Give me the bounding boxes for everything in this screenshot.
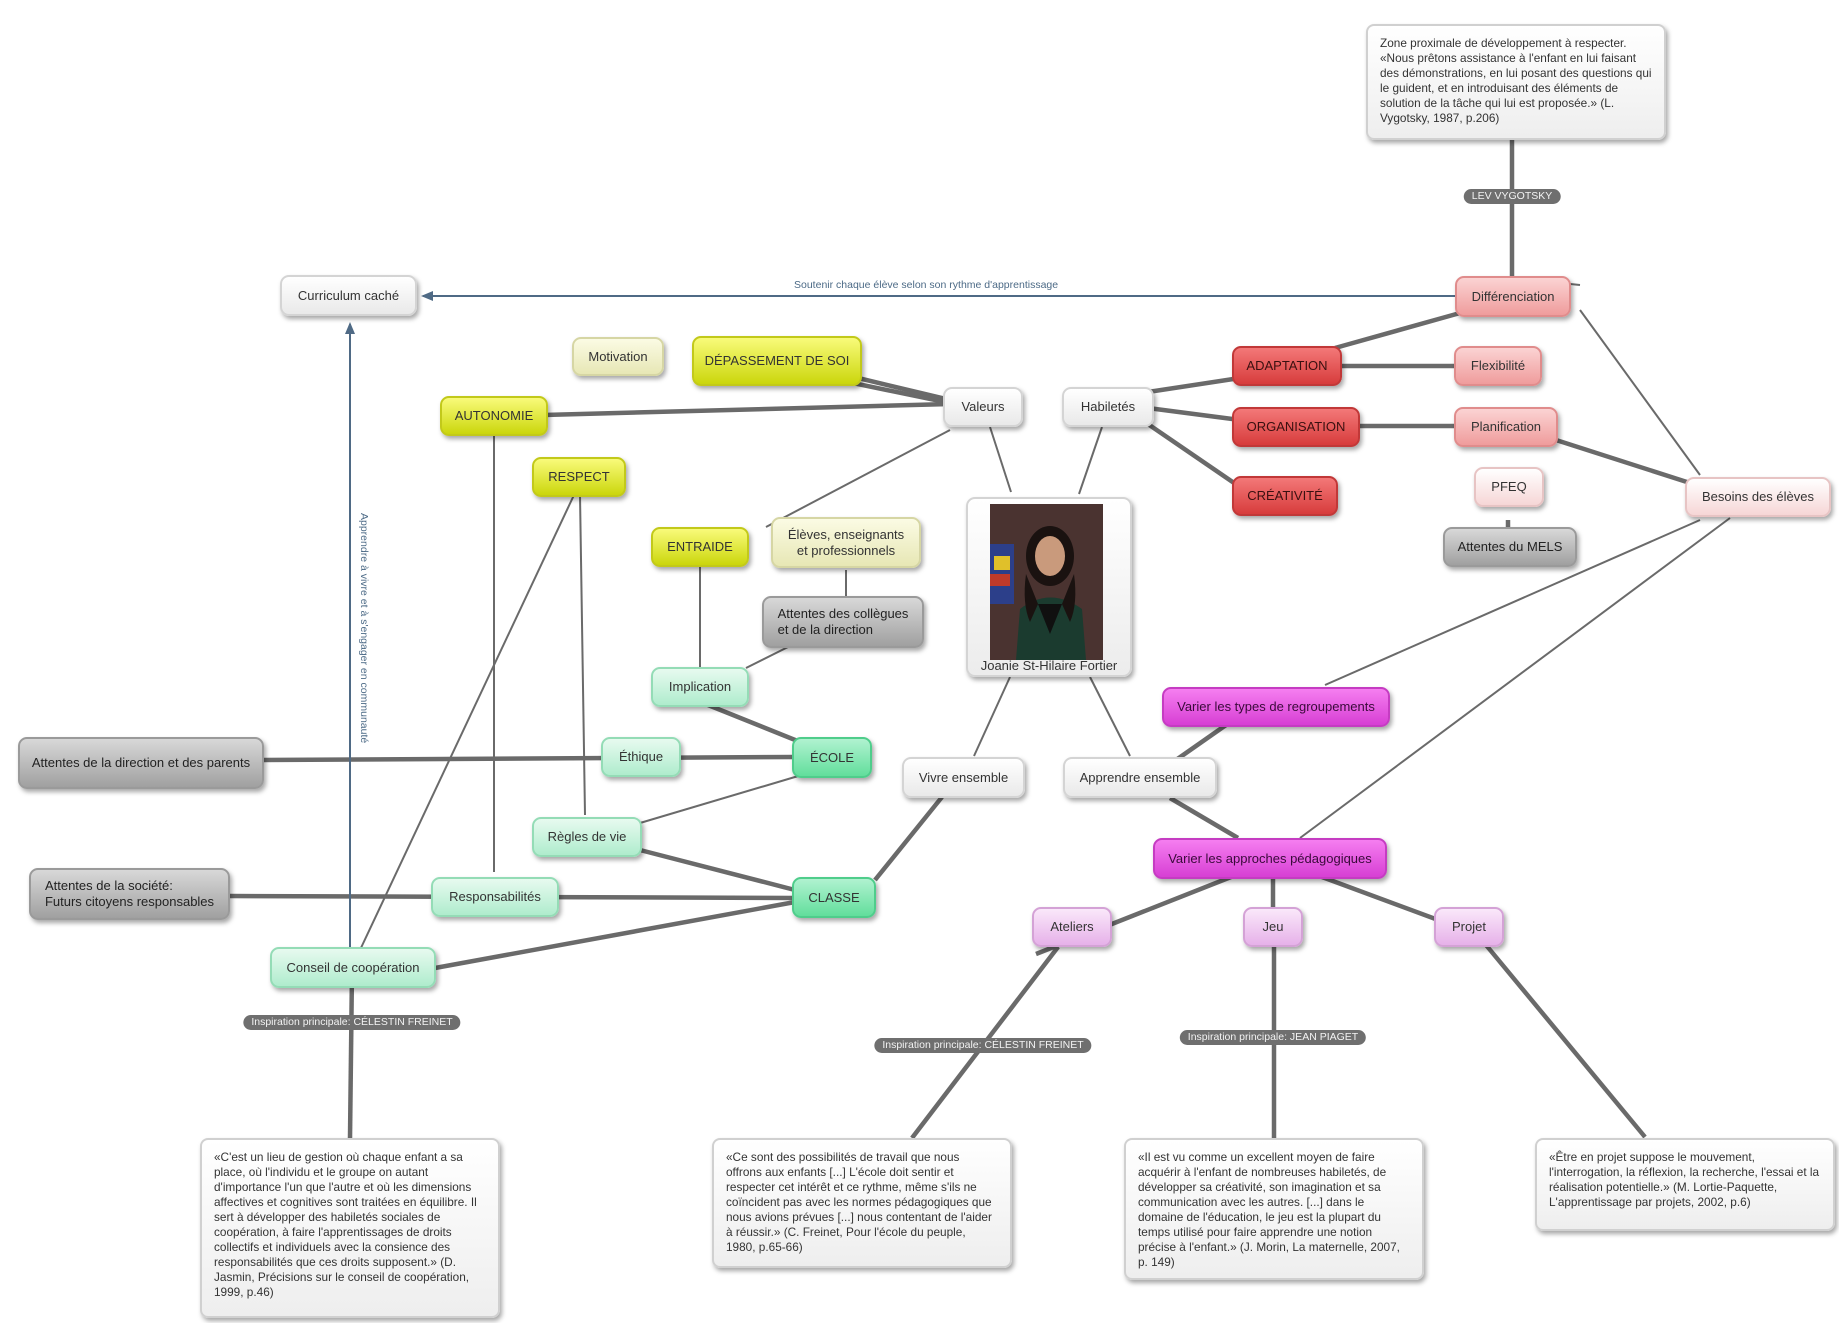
node-valeurs[interactable]: Valeurs — [943, 387, 1023, 427]
node-label: AUTONOMIE — [454, 408, 534, 423]
node-respect[interactable]: RESPECT — [532, 457, 626, 497]
node-label: Habiletés — [1080, 399, 1136, 414]
node-label: Attentes de la direction et des parents — [31, 755, 251, 770]
node-label: Varier les approches pédagogiques — [1168, 850, 1372, 866]
node-label: RESPECT — [548, 469, 610, 484]
node-apprendre-ensemble[interactable]: Apprendre ensemble — [1063, 757, 1217, 798]
node-ethique[interactable]: Éthique — [601, 737, 681, 777]
node-label: Conseil de coopération — [286, 959, 420, 975]
node-habiletes[interactable]: Habiletés — [1062, 387, 1154, 427]
node-pfeq[interactable]: PFEQ — [1474, 467, 1544, 507]
edge-label-apprendre-vivre: Apprendre à vivre et à s'engager en comm… — [358, 513, 370, 744]
node-eleves-enseignants[interactable]: Élèves, enseignants et professionnels — [771, 517, 921, 568]
node-label: ORGANISATION — [1246, 419, 1346, 434]
quote-projet-lortie: «Être en projet suppose le mouvement, l'… — [1535, 1138, 1835, 1231]
quote-vygotsky: Zone proximale de développement à respec… — [1366, 24, 1666, 140]
node-label: ÉCOLE — [809, 749, 855, 765]
node-ateliers[interactable]: Ateliers — [1032, 907, 1112, 947]
node-responsabilites[interactable]: Responsabilités — [431, 877, 559, 917]
node-ecole[interactable]: ÉCOLE — [792, 737, 872, 778]
profile-name: Joanie St-Hilaire Fortier — [980, 658, 1118, 673]
tag-lev-vygotsky: LEV VYGOTSKY — [1463, 189, 1561, 204]
node-label: CLASSE — [808, 889, 860, 905]
tag-inspiration-freinet-conseil: Inspiration principale: CÉLESTIN FREINET — [243, 1015, 461, 1030]
node-vivre-ensemble[interactable]: Vivre ensemble — [902, 757, 1025, 798]
node-label: ADAPTATION — [1246, 358, 1328, 373]
person-portrait-icon — [990, 504, 1103, 660]
node-label: Différenciation — [1471, 288, 1555, 304]
node-varier-regroupements[interactable]: Varier les types de regroupements — [1162, 687, 1390, 727]
node-jeu[interactable]: Jeu — [1243, 907, 1303, 947]
tag-inspiration-piaget: Inspiration principale: JEAN PIAGET — [1179, 1030, 1367, 1045]
profile-photo-card[interactable]: Joanie St-Hilaire Fortier — [966, 497, 1132, 677]
node-differenciation[interactable]: Différenciation — [1455, 276, 1571, 317]
node-label: Varier les types de regroupements — [1177, 699, 1375, 714]
quote-jeu-morin: «Il est vu comme un excellent moyen de f… — [1124, 1138, 1424, 1280]
node-attentes-mels[interactable]: Attentes du MELS — [1443, 527, 1577, 567]
profile-photo — [990, 504, 1103, 660]
node-label: Attentes du MELS — [1457, 539, 1563, 554]
node-label: Ateliers — [1050, 919, 1094, 934]
node-label: Responsabilités — [449, 889, 541, 904]
node-label: Valeurs — [961, 399, 1005, 414]
node-conseil-cooperation[interactable]: Conseil de coopération — [270, 947, 436, 988]
node-planification[interactable]: Planification — [1454, 407, 1558, 447]
node-attentes-direction-parents[interactable]: Attentes de la direction et des parents — [18, 737, 264, 789]
node-label: Flexibilité — [1470, 358, 1526, 373]
node-autonomie[interactable]: AUTONOMIE — [440, 396, 548, 436]
node-projet[interactable]: Projet — [1434, 907, 1504, 947]
node-varier-approches[interactable]: Varier les approches pédagogiques — [1153, 838, 1387, 879]
tag-inspiration-freinet-ateliers: Inspiration principale: CÉLESTIN FREINET — [874, 1038, 1092, 1053]
node-label: Règles de vie — [547, 829, 627, 844]
node-label: Implication — [668, 679, 732, 694]
node-attentes-collegues[interactable]: Attentes des collègues et de la directio… — [762, 596, 924, 648]
node-label: Curriculum caché — [297, 287, 400, 303]
node-label: DÉPASSEMENT DE SOI — [704, 353, 850, 368]
node-label: ENTRAIDE — [667, 539, 733, 554]
node-besoins-eleves[interactable]: Besoins des élèves — [1685, 477, 1831, 517]
node-entraide[interactable]: ENTRAIDE — [651, 527, 749, 567]
node-depassement-de-soi[interactable]: DÉPASSEMENT DE SOI — [692, 336, 862, 386]
node-label: Vivre ensemble — [918, 769, 1009, 785]
node-label: Élèves, enseignants et professionnels — [787, 526, 905, 558]
node-label: PFEQ — [1491, 479, 1527, 494]
node-label: Attentes des collègues et de la directio… — [777, 606, 909, 637]
node-organisation[interactable]: ORGANISATION — [1232, 407, 1360, 447]
node-label: Jeu — [1262, 919, 1284, 934]
quote-conseil-cooperation: «C'est un lieu de gestion où chaque enfa… — [200, 1138, 500, 1318]
node-flexibilite[interactable]: Flexibilité — [1454, 346, 1542, 386]
node-label: Besoins des élèves — [1701, 489, 1814, 504]
node-motivation[interactable]: Motivation — [572, 337, 664, 376]
node-creativite[interactable]: CRÉATIVITÉ — [1232, 476, 1338, 516]
node-label: Attentes de la société: Futurs citoyens … — [44, 878, 215, 909]
node-attentes-societe[interactable]: Attentes de la société: Futurs citoyens … — [29, 868, 230, 920]
quote-ateliers-freinet: «Ce sont des possibilités de travail que… — [712, 1138, 1012, 1268]
node-classe[interactable]: CLASSE — [792, 877, 876, 918]
node-curriculum-cache[interactable]: Curriculum caché — [280, 275, 417, 316]
node-label: Éthique — [618, 749, 664, 764]
node-regles-de-vie[interactable]: Règles de vie — [532, 817, 642, 857]
node-label: CRÉATIVITÉ — [1247, 488, 1323, 503]
node-label: Motivation — [588, 348, 648, 364]
node-label: Planification — [1470, 419, 1542, 434]
node-implication[interactable]: Implication — [651, 667, 749, 707]
node-label: Projet — [1452, 919, 1486, 934]
node-label: Apprendre ensemble — [1079, 769, 1201, 785]
node-adaptation[interactable]: ADAPTATION — [1232, 346, 1342, 386]
edge-label-soutenir: Soutenir chaque élève selon son rythme d… — [794, 279, 1059, 291]
